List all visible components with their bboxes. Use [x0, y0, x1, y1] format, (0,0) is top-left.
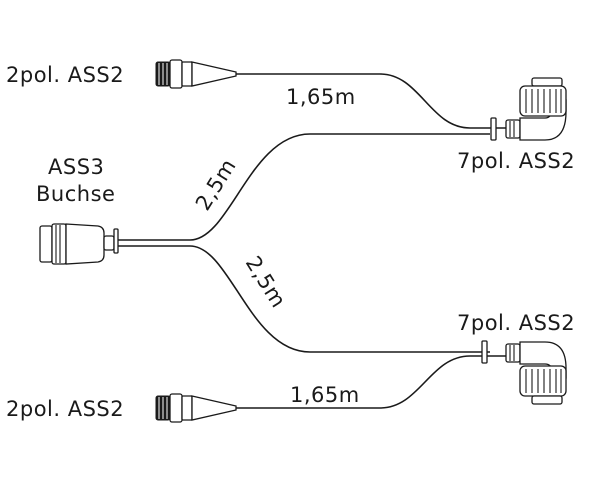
cable-clip	[490, 117, 497, 141]
bottom-right-7pol-connector	[481, 340, 567, 405]
top-cable-1-65m	[236, 73, 506, 129]
connector-cap	[519, 365, 567, 397]
socket-boot	[103, 235, 115, 251]
plug-collar	[169, 59, 183, 89]
socket-body	[65, 223, 105, 265]
bottom-right-connector-label: 7pol. ASS2	[457, 311, 575, 335]
bottom-cable-1-65m	[236, 355, 506, 409]
cable-clip	[481, 340, 488, 364]
ass3-socket	[39, 223, 119, 265]
top-right-7pol-connector	[490, 77, 567, 141]
upper-branch-length-label: 2,5m	[191, 155, 241, 215]
connector-cap	[519, 85, 567, 117]
bottom-left-2pol-plug	[155, 393, 237, 423]
socket-clip	[113, 228, 119, 254]
plug-collar	[169, 393, 183, 423]
top-right-connector-label: 7pol. ASS2	[457, 149, 575, 173]
bottom-left-connector-label: 2pol. ASS2	[6, 397, 124, 421]
socket-label-line2: Buchse	[36, 182, 115, 206]
bottom-cable-length-label: 1,65m	[290, 383, 360, 407]
lower-branch-length-label: 2,5m	[241, 252, 291, 312]
lower-branch-cable-2-5m	[118, 245, 490, 353]
socket-label-line1: ASS3	[48, 155, 104, 179]
top-left-2pol-plug	[155, 59, 237, 89]
plug-strain-relief	[191, 61, 237, 87]
top-cable-length-label: 1,65m	[286, 85, 356, 109]
upper-branch-cable-2-5m	[118, 133, 490, 241]
plug-strain-relief	[191, 395, 237, 421]
top-left-connector-label: 2pol. ASS2	[6, 63, 124, 87]
socket-front	[39, 225, 53, 263]
